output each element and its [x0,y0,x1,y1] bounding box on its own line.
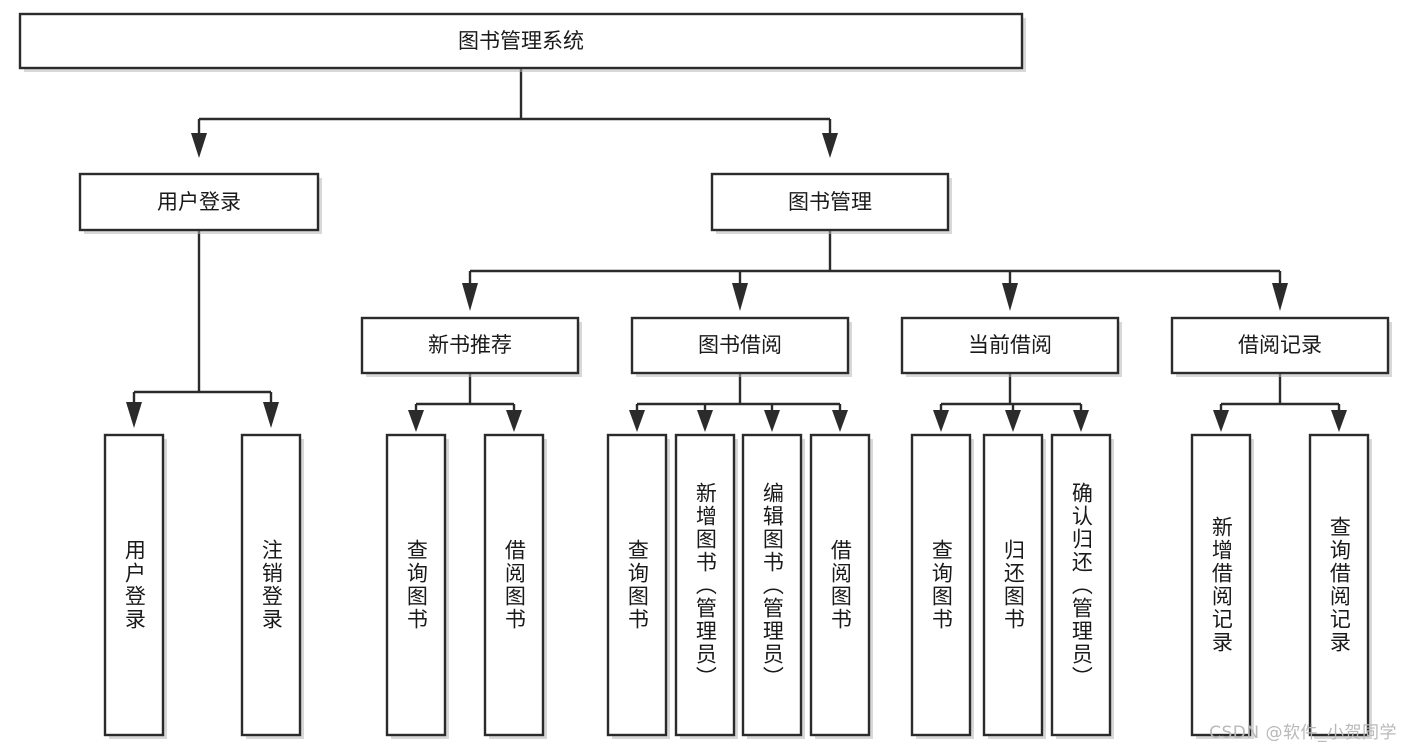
connector-root-to-level1 [191,68,838,158]
node-leaf-query-book-2[interactable] [606,433,670,739]
node-leaf-user-login[interactable] [103,433,167,739]
node-book-management[interactable]: 图书管理 [710,172,952,234]
node-leaf-return-book[interactable] [982,433,1046,739]
node-leaf-confirm-return-admin[interactable] [1050,433,1114,739]
node-book-borrow[interactable]: 图书借阅 [630,316,852,377]
node-new-book-recommend-label: 新书推荐 [428,333,512,357]
node-leaf-query-borrow-record[interactable] [1308,433,1372,739]
node-current-borrow[interactable]: 当前借阅 [900,316,1122,377]
node-leaf-borrow-book-1[interactable] [483,433,547,739]
connector-borrow-record-to-leaves [1213,373,1347,432]
node-leaf-logout-login[interactable] [240,433,304,739]
node-leaf-borrow-book-2[interactable] [809,433,873,739]
node-root-label: 图书管理系统 [458,29,584,53]
csdn-watermark: CSDN @软件_小贺同学 [1209,723,1397,743]
node-leaf-query-book-1[interactable] [385,433,449,739]
node-user-login[interactable]: 用户登录 [78,172,322,234]
node-leaf-add-book-admin[interactable] [674,433,738,739]
connector-user-login-to-leaves [126,230,279,428]
connector-new-book-recommend-to-leaves [408,373,522,432]
connector-book-management-to-level2 [462,230,1288,311]
node-leaf-edit-book-admin[interactable] [741,433,805,739]
node-leaf-query-book-3[interactable] [910,433,974,739]
node-borrow-record-label: 借阅记录 [1238,333,1322,357]
node-leaf-add-borrow-record[interactable] [1190,433,1254,739]
node-new-book-recommend[interactable]: 新书推荐 [360,316,582,377]
node-book-management-label: 图书管理 [788,190,872,214]
node-borrow-record[interactable]: 借阅记录 [1170,316,1392,377]
node-root[interactable]: 图书管理系统 [18,12,1026,72]
connector-book-borrow-to-leaves [629,373,848,432]
node-current-borrow-label: 当前借阅 [968,333,1052,357]
connector-current-borrow-to-leaves [933,373,1089,432]
node-user-login-label: 用户登录 [157,190,241,214]
node-book-borrow-label: 图书借阅 [698,333,782,357]
